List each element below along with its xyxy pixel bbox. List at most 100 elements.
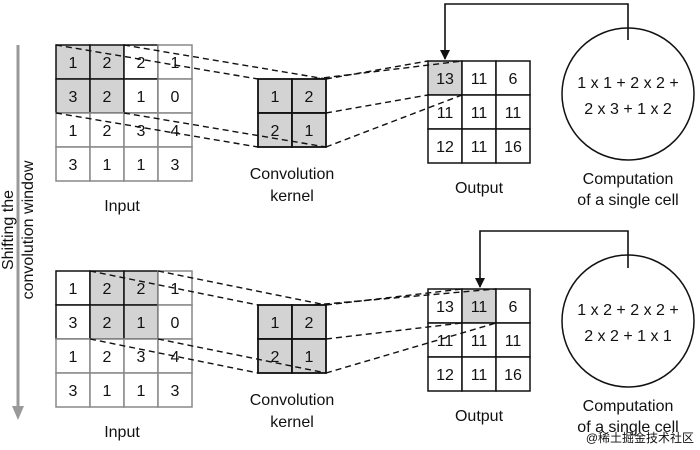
output-cell-value: 11 xyxy=(471,139,488,156)
input-cell-value: 3 xyxy=(137,123,146,140)
input-cell-value: 1 xyxy=(69,281,78,298)
output-cell-value: 12 xyxy=(436,367,454,384)
input-cell-value: 3 xyxy=(137,349,146,366)
computation-circle xyxy=(561,254,695,388)
input-cell-value: 2 xyxy=(103,349,112,366)
input-cell-value: 2 xyxy=(103,89,112,106)
connector-input-kernel xyxy=(55,44,259,80)
input-cell-value: 3 xyxy=(171,383,180,400)
input-cell xyxy=(55,304,91,340)
connector-input-kernel xyxy=(157,270,327,306)
output-cell-value: 12 xyxy=(436,139,454,156)
output-cell-value: 16 xyxy=(504,139,522,156)
input-cell-value: 1 xyxy=(171,281,180,298)
output-cell-value: 13 xyxy=(436,299,454,316)
computation-label-line-1: Computation xyxy=(583,171,674,188)
connector-input-kernel xyxy=(123,112,327,148)
input-cell xyxy=(123,112,159,148)
connector-input-kernel xyxy=(89,270,259,306)
output-cell xyxy=(461,356,497,392)
watermark: @稀土掘金技术社区 xyxy=(586,430,694,445)
kernel-cell-value: 1 xyxy=(271,89,280,106)
output-cell-value: 11 xyxy=(437,105,454,122)
output-label: Output xyxy=(455,408,504,425)
output-cell-value: 11 xyxy=(471,333,488,350)
output-cell xyxy=(461,288,497,324)
input-cell xyxy=(55,338,91,374)
output-cell xyxy=(427,128,463,164)
output-cell xyxy=(495,322,531,358)
input-cell-value: 2 xyxy=(103,315,112,332)
input-cell-value: 3 xyxy=(69,157,78,174)
input-cell-value: 3 xyxy=(69,89,78,106)
input-cell-value: 2 xyxy=(137,281,146,298)
output-cell-value: 11 xyxy=(471,299,488,316)
output-cell-value: 13 xyxy=(436,71,454,88)
input-cell-value: 3 xyxy=(69,383,78,400)
connector-kernel-output xyxy=(325,94,463,148)
input-cell-value: 0 xyxy=(171,89,180,106)
kernel-cell xyxy=(291,338,327,374)
kernel-cell xyxy=(291,304,327,340)
output-label: Output xyxy=(455,180,504,197)
kernel-cell-value: 2 xyxy=(305,315,314,332)
shift-arrow-head xyxy=(12,406,24,420)
kernel-cell xyxy=(257,112,293,148)
input-cell xyxy=(157,304,193,340)
output-cell xyxy=(495,94,531,130)
input-cell-value: 1 xyxy=(103,383,112,400)
output-cell-value: 11 xyxy=(437,333,454,350)
connector-kernel-output xyxy=(325,60,429,80)
input-cell-value: 2 xyxy=(103,123,112,140)
input-cell xyxy=(89,270,125,306)
input-cell-value: 1 xyxy=(137,383,146,400)
output-cell-value: 11 xyxy=(505,105,522,122)
side-label-line-1: Shifting the xyxy=(0,190,17,270)
connector-input-kernel xyxy=(157,338,327,374)
feedback-arrow xyxy=(475,230,629,288)
input-cell xyxy=(157,78,193,114)
input-cell-value: 1 xyxy=(137,315,146,332)
input-cell xyxy=(55,78,91,114)
input-cell xyxy=(157,372,193,408)
input-cell-value: 2 xyxy=(103,55,112,72)
input-cell-value: 1 xyxy=(69,349,78,366)
output-cell xyxy=(495,356,531,392)
kernel-cell-value: 2 xyxy=(271,123,280,140)
output-cell-value: 16 xyxy=(504,367,522,384)
input-cell xyxy=(157,146,193,182)
kernel-label-line-1: Convolution xyxy=(250,166,335,183)
computation-label-line-2: of a single cell xyxy=(577,419,678,436)
output-cell-value: 6 xyxy=(509,299,518,316)
output-cell xyxy=(427,322,463,358)
kernel-label-line-1: Convolution xyxy=(250,392,335,409)
input-cell-value: 1 xyxy=(103,157,112,174)
output-cell xyxy=(495,128,531,164)
input-cell xyxy=(89,146,125,182)
computation-line-1: 1 x 1 + 2 x 2 + xyxy=(577,75,678,92)
side-label-line-2: convolution window xyxy=(20,160,37,299)
input-cell xyxy=(123,44,159,80)
input-cell-value: 1 xyxy=(137,89,146,106)
computation-line-2: 2 x 3 + 1 x 2 xyxy=(584,101,672,118)
connector-kernel-output xyxy=(325,94,429,114)
kernel-label-line-2: kernel xyxy=(270,414,314,431)
input-cell-value: 4 xyxy=(171,123,180,140)
computation-circle xyxy=(561,27,695,161)
input-cell xyxy=(89,78,125,114)
feedback-arrow xyxy=(440,3,629,60)
input-label: Input xyxy=(104,424,140,441)
connector-input-kernel xyxy=(55,112,259,148)
output-cell-value: 11 xyxy=(505,333,522,350)
connector-input-kernel xyxy=(89,338,259,374)
computation-line-2: 2 x 2 + 1 x 1 xyxy=(584,328,672,345)
connector-kernel-output xyxy=(325,322,463,340)
connector-kernel-output xyxy=(313,60,463,80)
